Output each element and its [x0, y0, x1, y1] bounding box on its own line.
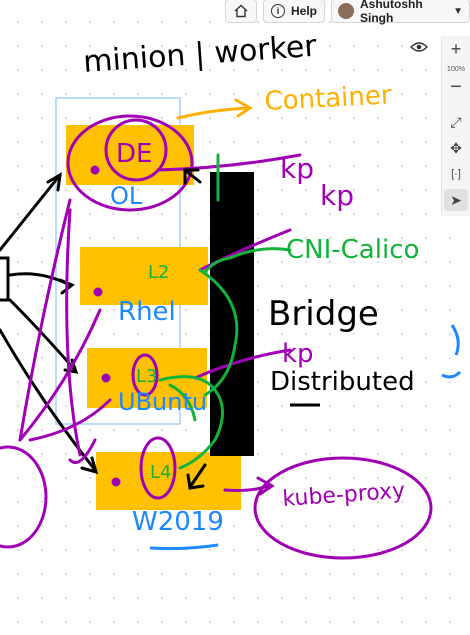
home-icon	[234, 4, 248, 18]
help-button[interactable]: i Help	[263, 0, 325, 23]
node-label-l2: L2	[148, 262, 169, 283]
label-distributed: Distributed	[270, 367, 415, 397]
zoom-level: 100%	[447, 66, 465, 73]
node-label-de: DE	[116, 139, 152, 169]
plus-icon[interactable]: +	[450, 38, 462, 59]
os-label-ubuntu: UBuntu	[118, 388, 207, 416]
os-label-ol: OL	[110, 182, 143, 210]
node-label-l3: L3	[136, 366, 157, 387]
label-kp-3: kp	[282, 339, 314, 369]
minus-icon[interactable]: −	[450, 75, 462, 98]
label-bridge: Bridge	[268, 294, 379, 334]
fit-icon[interactable]: [·]	[451, 168, 461, 180]
user-menu[interactable]: Ashutoshh Singh ▼	[331, 0, 470, 25]
offscreen-fragment-2	[441, 370, 462, 379]
node-block-2	[80, 247, 208, 305]
user-name: Ashutoshh Singh	[360, 0, 423, 25]
container-arrow	[176, 98, 253, 120]
w2019-underline	[149, 543, 219, 551]
home-button[interactable]	[225, 0, 257, 23]
purple-links	[18, 153, 302, 496]
label-kube-proxy: kube-proxy	[282, 478, 406, 512]
os-label-rhel: Rhel	[118, 297, 176, 327]
avatar	[338, 3, 354, 19]
pointer-icon[interactable]: ➤	[444, 189, 468, 211]
os-label-w2019: W2019	[132, 507, 224, 537]
green-links	[158, 153, 292, 470]
label-kp-2: kp	[320, 179, 354, 212]
purple-circles	[0, 114, 433, 560]
help-label: Help	[290, 4, 317, 18]
label-container: Container	[264, 80, 393, 117]
black-arrows	[183, 168, 207, 490]
expand-icon[interactable]: ⤢	[450, 113, 462, 130]
eye-icon[interactable]	[410, 40, 428, 58]
top-toolbar: i Help Ashutoshh Singh ▼	[225, 0, 470, 25]
board-title: minion | worker	[82, 29, 318, 80]
label-kp-1: kp	[280, 152, 314, 185]
label-cni: CNI-Calico	[286, 235, 419, 265]
zoom-toolbar: + 100% − ⤢ ✥ [·] ➤	[441, 36, 470, 216]
node-block-1	[66, 125, 194, 185]
offscreen-fragment	[450, 324, 460, 356]
node-label-l4: L4	[150, 462, 171, 483]
bridge-bar	[210, 172, 254, 456]
info-icon: i	[270, 4, 285, 18]
chevron-down-icon: ▼	[453, 5, 463, 17]
pan-icon[interactable]: ✥	[450, 139, 462, 156]
left-connectors	[0, 172, 99, 475]
